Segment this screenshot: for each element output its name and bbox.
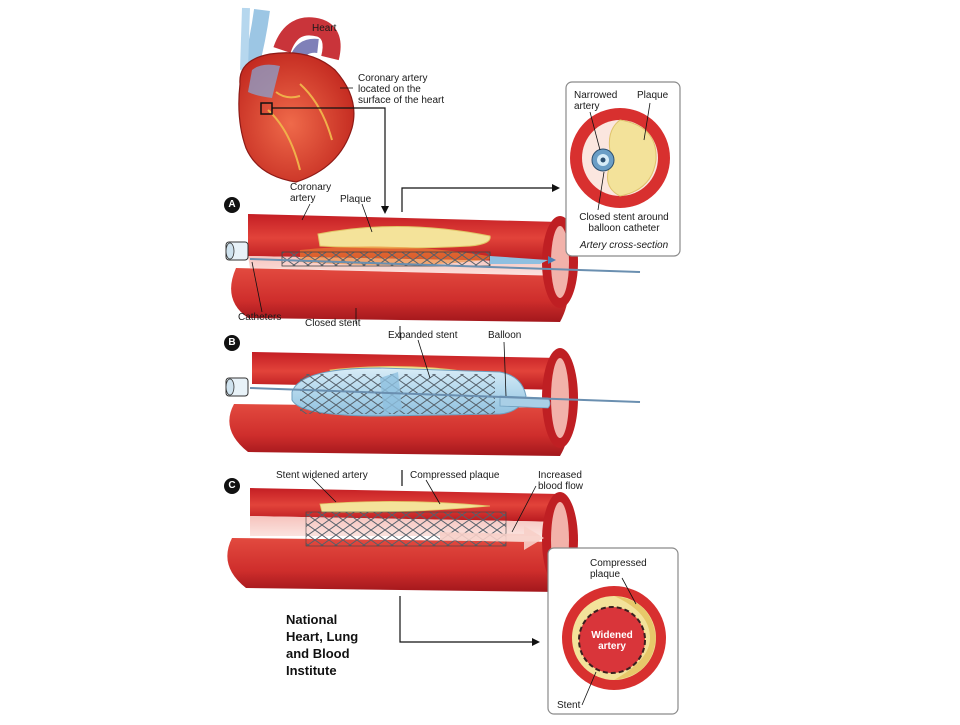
panel-c-artery [227, 326, 578, 646]
panel-c-badge: C [224, 478, 240, 494]
plaque-label-a: Plaque [340, 194, 372, 205]
inset-bottom [547, 547, 679, 715]
stent-label-inset: Stent [557, 700, 581, 711]
coronary-location-label: Coronary artery located on the surface o… [358, 73, 445, 106]
widened-artery-label: Widened artery [591, 630, 633, 652]
panel-a-badge: A [224, 197, 240, 213]
catheters-label: Catheters [238, 312, 282, 323]
artery-cross-section-title: Artery cross-section [579, 240, 669, 251]
panel-b-badge: B [224, 335, 240, 351]
panel-a-artery [225, 184, 641, 324]
heart-label: Heart [312, 23, 337, 34]
credit-nhlbi: National Heart, Lung and Blood Institute [286, 612, 359, 678]
stent-widened-label: Stent widened artery [276, 470, 368, 481]
compressed-plaque-inset-label: Compressed plaque [590, 558, 647, 580]
narrowed-artery-label: Narrowed artery [574, 90, 618, 112]
balloon-label: Balloon [488, 330, 522, 341]
heart-illustration [238, 7, 389, 214]
panel-b-artery [225, 339, 641, 456]
closed-stent-label: Closed stent [305, 318, 361, 329]
compressed-plaque-label: Compressed plaque [410, 470, 500, 481]
coronary-artery-label: Coronary artery [290, 182, 332, 204]
closed-stent-caption: Closed stent around balloon catheter [579, 212, 669, 234]
increased-flow-label: Increased blood flow [538, 470, 584, 492]
plaque-label-inset: Plaque [637, 90, 669, 101]
inset-top [565, 81, 681, 257]
expanded-stent-label: Expanded stent [388, 330, 458, 341]
